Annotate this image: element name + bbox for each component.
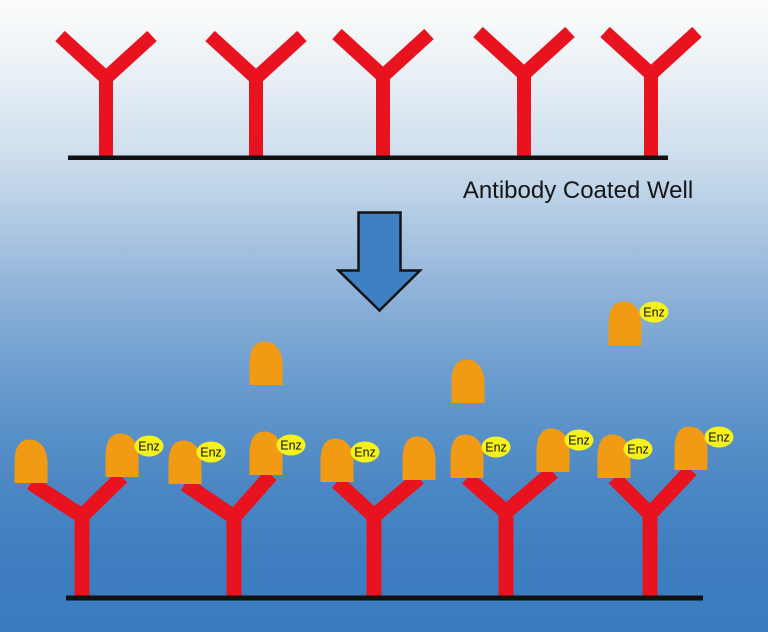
enzyme-label: Enz bbox=[138, 440, 160, 454]
enzyme-tag-4: Enz bbox=[350, 441, 380, 463]
bottom-well-surface-line bbox=[66, 595, 703, 601]
bound-antigen-2 bbox=[105, 433, 139, 477]
bound-antigen-3 bbox=[168, 440, 202, 484]
bottom-antibody-1 bbox=[26, 471, 128, 597]
bound-antigen-5 bbox=[320, 438, 354, 482]
caption-antibody-coated-well: Antibody Coated Well bbox=[463, 177, 693, 204]
enzyme-bubble-icon bbox=[276, 434, 306, 456]
enzyme-bubble-icon bbox=[481, 436, 511, 458]
top-antibody-1 bbox=[60, 36, 152, 160]
bound-antigen-6 bbox=[402, 436, 436, 480]
bound-antigen-1 bbox=[14, 439, 48, 483]
enzyme-tag-5: Enz bbox=[481, 436, 511, 458]
bottom-antibody-4 bbox=[462, 466, 558, 597]
enzyme-bubble-icon bbox=[623, 438, 653, 460]
enzyme-bubble-icon bbox=[134, 435, 164, 457]
enzyme-bubble-icon bbox=[704, 426, 734, 448]
top-well-surface-line bbox=[68, 155, 668, 160]
enzyme-label: Enz bbox=[200, 446, 222, 460]
enzyme-label: Enz bbox=[354, 446, 376, 460]
enzyme-label: Enz bbox=[708, 431, 730, 445]
enzyme-label: Enz bbox=[627, 443, 649, 457]
bound-antigen-9 bbox=[597, 434, 631, 478]
enzyme-tag-7: Enz bbox=[623, 438, 653, 460]
top-antibody-4 bbox=[478, 32, 570, 156]
bottom-antibody-5 bbox=[608, 464, 697, 597]
free-antigen-3 bbox=[608, 301, 642, 345]
bottom-antibody-2 bbox=[180, 470, 277, 597]
enzyme-tag-9: Enz bbox=[639, 301, 669, 323]
bound-antigen-4 bbox=[249, 431, 283, 475]
enzyme-bubble-icon bbox=[564, 429, 594, 451]
enzyme-label: Enz bbox=[485, 441, 507, 455]
downward-arrow-icon bbox=[335, 211, 424, 313]
enzyme-bubble-icon bbox=[639, 301, 669, 323]
top-antibody-2 bbox=[210, 36, 302, 160]
enzyme-tag-2: Enz bbox=[196, 441, 226, 463]
enzyme-bubble-icon bbox=[350, 441, 380, 463]
enzyme-tag-8: Enz bbox=[704, 426, 734, 448]
free-antigen-2 bbox=[451, 359, 485, 403]
bottom-antibody-3 bbox=[331, 472, 424, 597]
enzyme-label: Enz bbox=[568, 434, 590, 448]
enzyme-label: Enz bbox=[280, 439, 302, 453]
bound-antigen-7 bbox=[450, 434, 484, 478]
enzyme-tag-1: Enz bbox=[134, 435, 164, 457]
bound-antigen-10 bbox=[674, 426, 708, 470]
bound-antigen-8 bbox=[536, 428, 570, 472]
enzyme-tag-6: Enz bbox=[564, 429, 594, 451]
free-antigen-1 bbox=[249, 341, 283, 385]
enzyme-label: Enz bbox=[643, 306, 665, 320]
top-antibody-3 bbox=[337, 34, 429, 158]
top-antibody-5 bbox=[605, 32, 697, 156]
enzyme-bubble-icon bbox=[196, 441, 226, 463]
enzyme-tag-3: Enz bbox=[276, 434, 306, 456]
